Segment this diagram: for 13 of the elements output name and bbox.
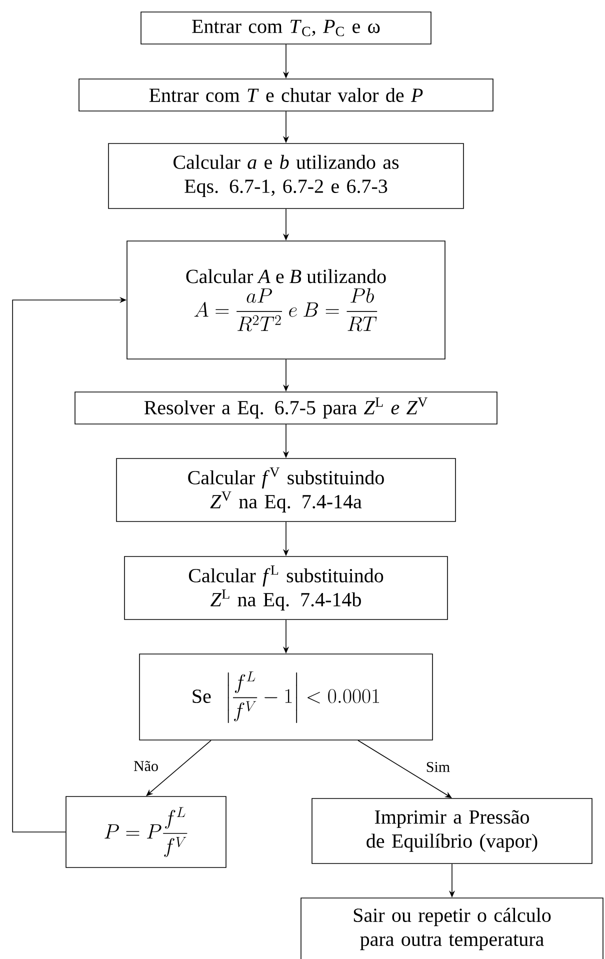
process-box: Sair ou repetir o cálculo para outra temperatura [300,898,604,959]
edge-label: Sim [424,760,452,774]
process-box: Calcular A e B utilizando $A = \frac{aP}{R^2T^2}\ e\ B = \frac{Pb}{RT}$ [126,240,446,360]
process-box: Calcular f$^{V}$ substituindo Z$^{V}$ na Eq. 7.4-14a [116,458,456,522]
process-box: $\text{Se}\ \ \left|\frac{f^L}{f^V}-1\right|<0.0001$ [139,654,433,740]
process-box: Calcular f$^{L}$ substituindo Z$^{L}$ na Eq. 7.4-14b [124,556,448,620]
process-box: Imprimir a Pressão de Equilíbrio (vapor) [312,798,592,864]
edge-label: Não [132,760,160,772]
process-box: Resolver a Eq. 6.7-5 para Z$^{L}$ e Z$^{V}$ [74,392,498,424]
process-box: Entrar com T$_{C}$, P$_{C}$ e ω [140,12,432,44]
process-box: $P = P\frac{f^L}{f^V}$ [66,796,226,868]
process-box: Calcular a e b utilizando as Eqs. 6.7-1, 6.7-2 e 6.7-3 [108,143,464,209]
process-box: Entrar com T e chutar valor de P [78,78,494,112]
